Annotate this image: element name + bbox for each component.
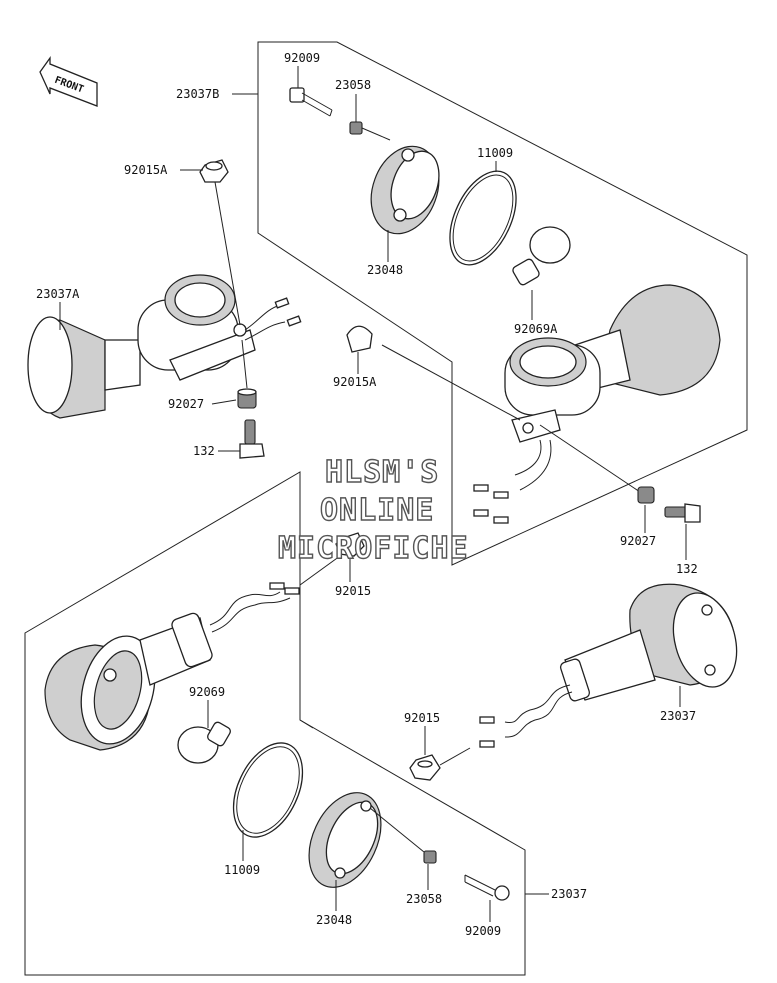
bulb-92069A-icon [512, 226, 571, 286]
watermark: HLSM'S ONLINE MICROFICHE [277, 454, 469, 566]
svg-text:23048: 23048 [367, 263, 403, 277]
watermark-line-1: HLSM'S [325, 455, 439, 490]
screw-92009-top-icon [289, 87, 333, 117]
callout-23037-mid: 23037 [660, 686, 696, 723]
callout-92069: 92069 [189, 685, 225, 728]
turn-signal-23037A-icon [27, 274, 302, 419]
callout-92015-mid: 92015 [335, 556, 371, 598]
bolt-132-right-icon [664, 503, 701, 523]
turn-signal-23037-lower-right-icon [479, 583, 738, 748]
svg-text:92009: 92009 [465, 924, 501, 938]
callout-23037B: 23037B [176, 87, 258, 101]
watermark-line-3: MICROFICHE [278, 531, 469, 566]
svg-text:92027: 92027 [168, 397, 204, 411]
boundary-connector [299, 719, 314, 729]
callout-132-left: 132 [193, 444, 240, 458]
svg-text:132: 132 [676, 562, 698, 576]
svg-text:11009: 11009 [224, 863, 260, 877]
turn-signal-lower-left-body-icon [44, 582, 300, 751]
collar-92027-left-icon [237, 388, 257, 409]
callout-92015-bottom: 92015 [404, 711, 440, 755]
turn-signal-right-body-icon [473, 284, 721, 524]
collar-92027-right-icon [637, 486, 655, 504]
svg-text:132: 132 [193, 444, 215, 458]
callout-11009-bottom: 11009 [224, 830, 260, 877]
o-ring-11009-bottom-icon [232, 742, 304, 838]
washer-23058-top-icon [349, 121, 363, 135]
svg-text:23058: 23058 [406, 892, 442, 906]
svg-text:23037B: 23037B [176, 87, 219, 101]
cap-nut-92015A-left-icon [199, 159, 229, 183]
callout-92027-right: 92027 [620, 505, 656, 548]
o-ring-11009-top-icon [449, 170, 517, 266]
svg-text:23058: 23058 [335, 78, 371, 92]
callout-92027-left: 92027 [168, 397, 237, 411]
svg-text:92015: 92015 [404, 711, 440, 725]
svg-text:92015A: 92015A [124, 163, 168, 177]
cap-nut-92015A-mid-icon [346, 325, 373, 353]
lens-cover-23048-top-icon [370, 145, 440, 235]
callout-132-right: 132 [676, 524, 698, 576]
bulb-92069-icon [177, 721, 231, 764]
svg-text:92015: 92015 [335, 584, 371, 598]
svg-text:11009: 11009 [477, 146, 513, 160]
callout-92009-bottom: 92009 [465, 900, 501, 938]
svg-text:23037: 23037 [551, 887, 587, 901]
nut-92015-bottom-icon [409, 754, 441, 781]
lens-cover-23048-bottom-icon [308, 792, 382, 888]
callout-23048-bottom: 23048 [316, 880, 352, 927]
lower-left-assembly-boundary [24, 471, 526, 976]
watermark-line-2: ONLINE [320, 493, 434, 528]
svg-text:23037: 23037 [660, 709, 696, 723]
callout-11009-top: 11009 [477, 146, 513, 172]
callout-92009-top: 92009 [284, 51, 320, 88]
bolt-132-left-icon [239, 419, 265, 459]
upper-right-assembly-boundary [257, 41, 748, 566]
front-arrow-icon: FRONT [39, 55, 98, 107]
callout-92069A: 92069A [514, 290, 558, 336]
callout-92015A-left: 92015A [124, 163, 203, 177]
callout-23058-top: 23058 [335, 78, 371, 122]
svg-text:23048: 23048 [316, 913, 352, 927]
callout-92015A-mid: 92015A [333, 352, 377, 389]
washer-23058-bottom-icon [423, 850, 437, 864]
screw-92009-bottom-icon [464, 874, 510, 901]
callout-23037A: 23037A [36, 287, 80, 330]
svg-text:92069A: 92069A [514, 322, 558, 336]
svg-text:92027: 92027 [620, 534, 656, 548]
nut-92015-mid-icon [335, 532, 365, 557]
svg-text:92009: 92009 [284, 51, 320, 65]
svg-text:92069: 92069 [189, 685, 225, 699]
callout-23058-bottom: 23058 [406, 864, 442, 906]
svg-text:23037A: 23037A [36, 287, 80, 301]
callout-23037-bottom: 23037 [525, 887, 587, 901]
callout-23048-top: 23048 [367, 230, 403, 277]
svg-text:92015A: 92015A [333, 375, 377, 389]
